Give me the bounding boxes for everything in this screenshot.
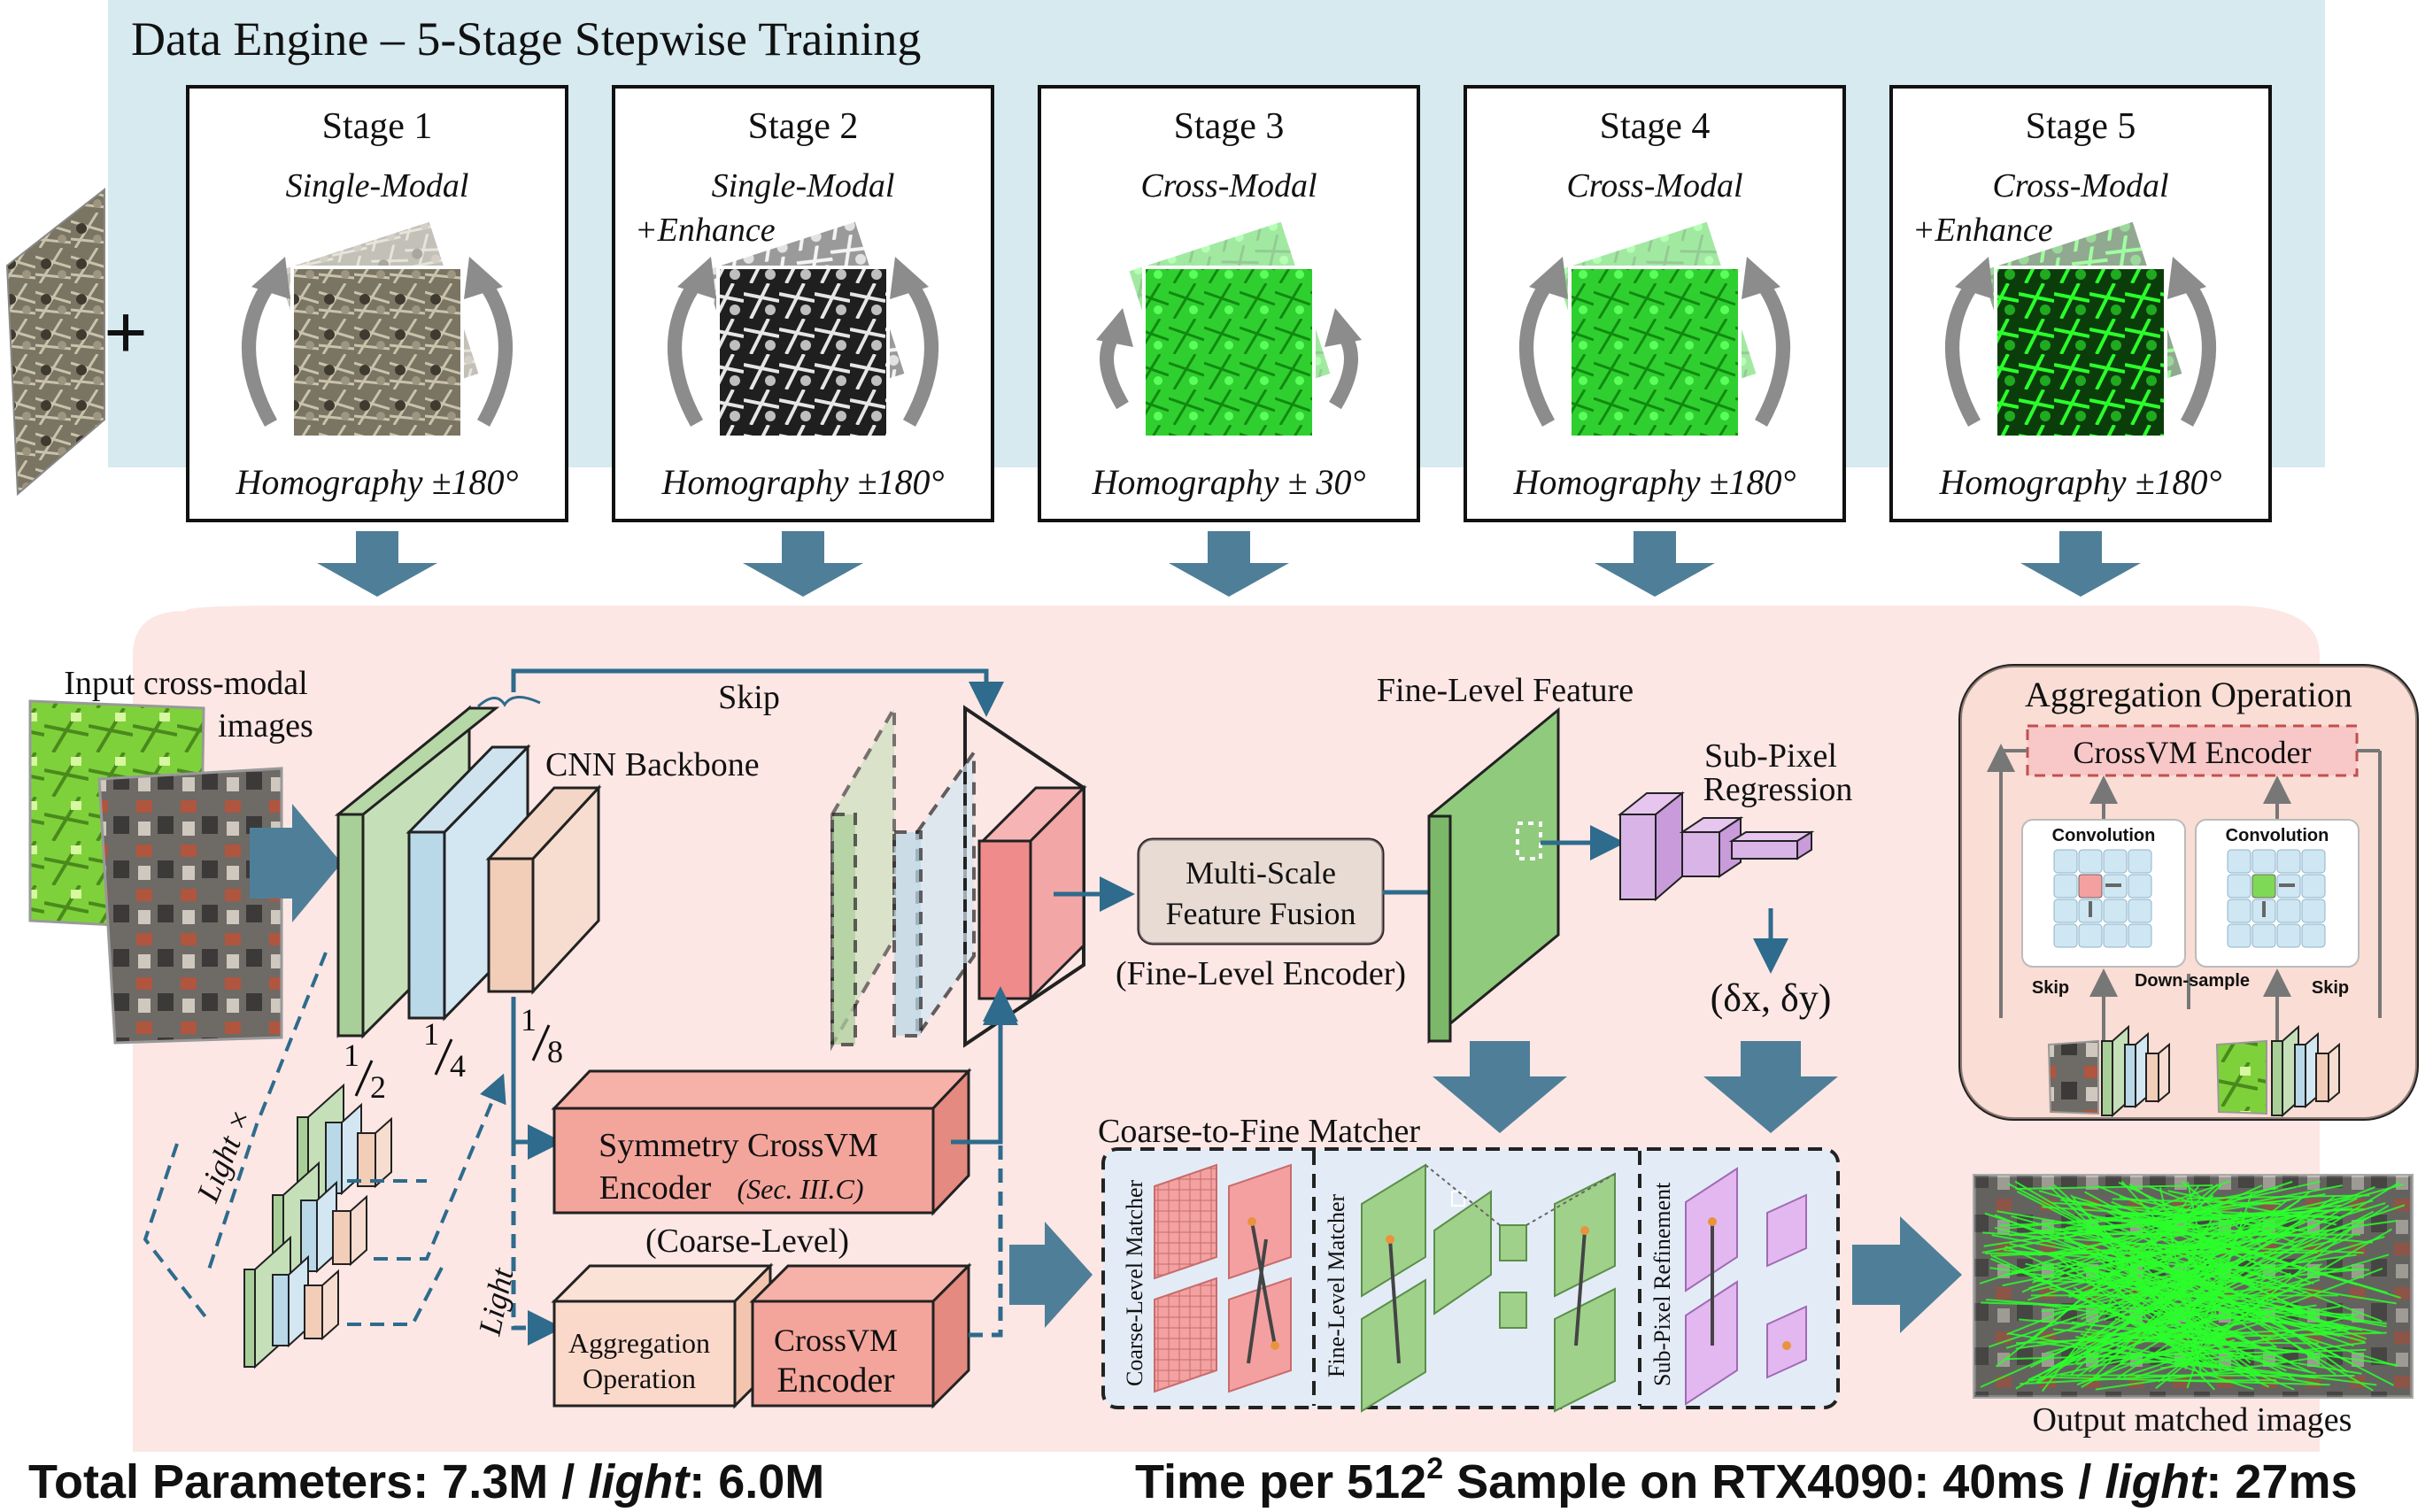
aggregation-line1: Aggregation	[568, 1327, 710, 1359]
scale-label-3: 18	[521, 1002, 563, 1069]
source-image	[5, 187, 105, 497]
aggregation-panel-title: Aggregation Operation	[2025, 675, 2352, 714]
to-output-arrow	[1852, 1216, 1962, 1333]
matcher-title: Coarse-to-Fine Matcher	[1098, 1113, 1420, 1150]
offset-label: (δx, δy)	[1711, 976, 1832, 1020]
crossvm-light-block	[749, 1262, 972, 1409]
sub-pixel-line2: Regression	[1703, 771, 1853, 808]
input-label-line1: Input cross-modal	[64, 665, 307, 702]
sub-pixel-regression-blocks	[1618, 791, 1815, 902]
stage-homography: Homography ±180°	[1938, 462, 2221, 502]
scale-denominator: 4	[450, 1048, 466, 1084]
panel-backbone-1	[2101, 1024, 2170, 1118]
symmetry-crossvm-block	[551, 1068, 972, 1216]
coarse-matcher-grids	[1154, 1163, 1292, 1393]
panel-crossvm-encoder-label: CrossVM Encoder	[2074, 735, 2312, 770]
cnn-backbone	[334, 705, 602, 1039]
symmetry-line1: Symmetry CrossVM	[599, 1127, 878, 1164]
skip-label: Skip	[718, 679, 780, 716]
fine-level-encoder-label: (Fine-Level Encoder)	[1116, 955, 1406, 992]
coarse-matcher-label: Coarse-Level Matcher	[1122, 1179, 1147, 1386]
panel-skip-left: Skip	[2032, 978, 2069, 998]
scale-numerator: 1	[521, 1002, 537, 1038]
fine-level-feature-map	[1427, 706, 1560, 1045]
sub-pixel-line1: Sub-Pixel	[1704, 737, 1837, 775]
panel-backbone-2	[2271, 1024, 2340, 1118]
stage-name: Stage 5	[2026, 106, 2136, 147]
symmetry-line2: Encoder	[599, 1169, 712, 1207]
fine-matcher-label: Fine-Level Matcher	[1324, 1193, 1349, 1377]
data-engine-title: Data Engine – 5-Stage Stepwise Training	[131, 12, 921, 66]
multi-scale-line2: Feature Fusion	[1166, 896, 1356, 931]
fine-matcher-maps	[1361, 1163, 1616, 1413]
skip-connection	[511, 668, 1004, 717]
stage-mode: Single-Modal	[712, 167, 895, 204]
scale-denominator: 2	[370, 1069, 386, 1105]
parameter-summary: Total Parameters: 7.3M / light: 6.0M	[28, 1455, 824, 1508]
scale-label-2: 14	[423, 1016, 466, 1084]
panel-convolution-2: Convolution	[2195, 819, 2360, 968]
scale-numerator: 1	[423, 1016, 439, 1052]
fine-feature-down-arrow	[1433, 1041, 1567, 1133]
subpixel-refinement-maps	[1685, 1167, 1807, 1406]
subpixel-refinement-label: Sub-Pixel Refinement	[1649, 1182, 1675, 1386]
stage-homography: Homography ± 30°	[1091, 462, 1365, 502]
stage-down-arrow	[1169, 531, 1289, 597]
scale-numerator: 1	[344, 1038, 359, 1073]
offset-down-arrow	[1703, 1041, 1838, 1133]
stage-down-arrow	[2020, 531, 2141, 597]
panel-inputs	[2047, 1024, 2340, 1118]
stage-name: Stage 2	[748, 106, 859, 147]
multi-scale-line1: Multi-Scale	[1186, 855, 1336, 891]
to-matcher-arrow	[1009, 1222, 1093, 1328]
stage-homography: Homography ±180°	[235, 462, 518, 502]
panel-crossvm-encoder	[2026, 724, 2359, 777]
light-branch-line-left	[205, 952, 328, 1276]
cnn-backbone-label: CNN Backbone	[545, 746, 760, 783]
aggregation-line2: Operation	[583, 1362, 696, 1394]
symmetry-ref: (Sec. III.C)	[737, 1173, 863, 1205]
stage-mode: Cross-Modal	[1140, 167, 1317, 204]
light-stack-3	[243, 1235, 339, 1369]
convolution-label: Convolution	[2052, 826, 2156, 845]
stage-name: Stage 4	[1600, 106, 1711, 147]
stage-mode: Single-Modal	[286, 167, 469, 204]
light-branch-layers	[243, 1083, 392, 1369]
input-images	[28, 699, 283, 1045]
stage-name: Stage 3	[1174, 106, 1285, 147]
stage-name: Stage 1	[322, 106, 433, 147]
convolution-label: Convolution	[2226, 826, 2329, 845]
panel-skip-right: Skip	[2312, 978, 2349, 998]
timing-summary: Time per 5122 Sample on RTX4090: 40ms / …	[1135, 1452, 2358, 1508]
scale-denominator: 8	[547, 1034, 563, 1069]
stage-mode: Cross-Modal	[1992, 167, 2168, 204]
stage-enhance: +Enhance	[1912, 212, 2053, 249]
stage-down-arrow	[743, 531, 863, 597]
plus-sign: +	[104, 290, 147, 374]
output-label: Output matched images	[2033, 1401, 2352, 1439]
stage-enhance: +Enhance	[635, 212, 776, 249]
aggregation-panel-flow	[1987, 744, 2382, 1041]
stage-homography: Homography ±180°	[1512, 462, 1796, 502]
coarse-level-label: (Coarse-Level)	[645, 1223, 849, 1260]
scale-label-1: 12	[344, 1038, 386, 1105]
stage-mode: Cross-Modal	[1566, 167, 1742, 204]
stage-homography: Homography ±180°	[660, 462, 944, 502]
stage-down-arrow	[317, 531, 437, 597]
panel-convolution-1: Convolution	[2021, 819, 2186, 968]
fine-level-feature-label: Fine-Level Feature	[1377, 672, 1634, 709]
crossvm-line2: Encoder	[776, 1360, 894, 1400]
output-matched-image	[1973, 1174, 2414, 1399]
input-label-line2: images	[218, 707, 313, 744]
panel-downsample: Down-sample	[2135, 971, 2250, 991]
crossvm-line1: CrossVM	[774, 1323, 898, 1358]
stage-down-arrow	[1595, 531, 1715, 597]
input-arrow	[250, 804, 342, 922]
